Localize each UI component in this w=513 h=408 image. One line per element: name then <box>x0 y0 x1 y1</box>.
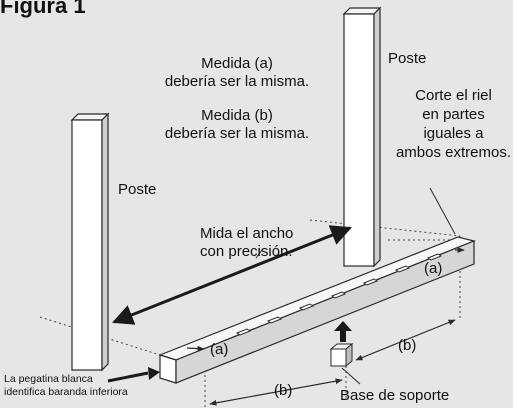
support-base <box>329 342 354 368</box>
support-up-arrow <box>334 321 352 342</box>
cut-note-line-2: en partes <box>422 106 485 123</box>
measure-note-line-1: Mida el ancho <box>200 225 294 242</box>
dimension-a-left-label: (a) <box>210 341 229 358</box>
note-b-line-1: Medida (b) <box>201 107 273 124</box>
figure-title: Figura 1 <box>0 0 86 18</box>
measure-note-line-2: con precisión. <box>200 243 293 260</box>
cut-note-line-3: iguales a <box>423 125 484 142</box>
support-base-label: Base de soporte <box>340 387 450 404</box>
width-measure-arrow <box>112 225 352 325</box>
sticker-note-line-2: identifica baranda inferiora <box>4 386 128 398</box>
right-post <box>342 6 382 268</box>
note-b-line-2: debería ser la misma. <box>164 125 310 142</box>
cut-note-line-1: Corte el riel <box>415 87 492 104</box>
dimension-b-right-label: (b) <box>398 337 417 354</box>
dimension-arrows <box>186 247 465 406</box>
cut-note-line-4: ambos extremos. <box>395 144 512 161</box>
dimension-a-right-label: (a) <box>424 260 443 277</box>
leader-lines <box>255 187 456 385</box>
sticker-note-line-1: La pegatina blanca <box>4 373 93 385</box>
note-a-line-1: Medida (a) <box>201 55 273 72</box>
left-post <box>70 112 110 372</box>
post-right-label: Poste <box>388 50 427 67</box>
sticker-pointer-arrow <box>107 367 160 383</box>
post-left-label: Poste <box>118 181 157 198</box>
note-a-line-2: debería ser la misma. <box>164 73 310 90</box>
dimension-b-left-label: (b) <box>274 382 293 399</box>
